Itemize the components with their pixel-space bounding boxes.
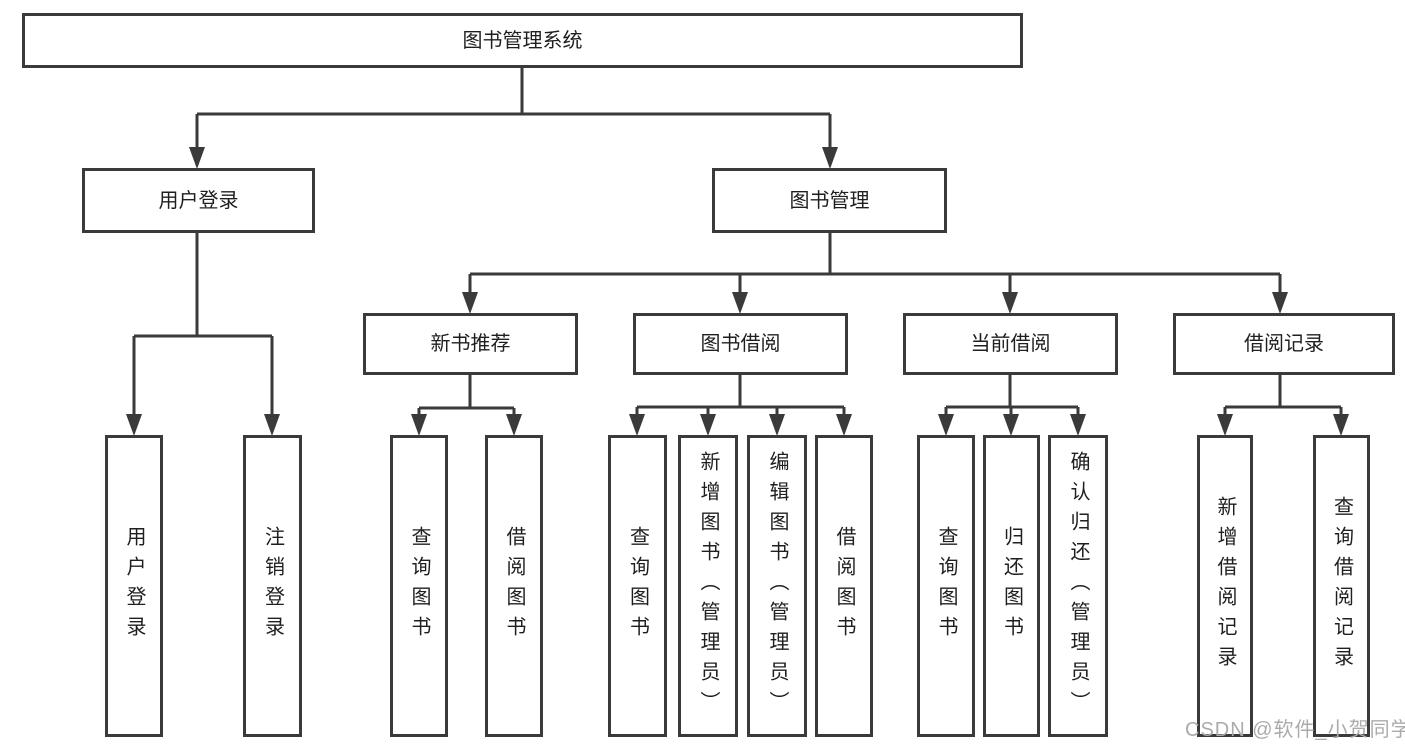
node-label: 新书推荐 [430,333,511,355]
leaf-confirm-return-admin: 确认归还（管理员） [1048,435,1108,737]
node-label: 新增图书（管理员） [697,451,719,721]
leaf-user-login: 用户登录 [105,435,163,737]
node-user-login: 用户登录 [82,168,315,233]
leaf-edit-books-admin: 编辑图书（管理员） [747,435,807,737]
node-label: 查询图书 [408,526,430,646]
leaf-query-books-current: 查询图书 [917,435,975,737]
node-label: 编辑图书（管理员） [766,451,788,721]
watermark: CSDN @软件_小贺同学 [1185,719,1405,741]
leaf-query-borrow-record: 查询借阅记录 [1313,435,1370,737]
leaf-query-books-recommend: 查询图书 [390,435,448,737]
node-label: 当前借阅 [970,333,1051,355]
leaf-return-books: 归还图书 [983,435,1040,737]
node-current-borrowing: 当前借阅 [903,313,1118,375]
node-library-management-system: 图书管理系统 [22,13,1023,68]
leaf-logout: 注销登录 [243,435,302,737]
node-label: 图书借阅 [700,333,781,355]
leaf-query-books-borrowing: 查询图书 [608,435,667,737]
node-label: 借阅记录 [1244,333,1324,355]
node-label: 查询借阅记录 [1330,496,1353,676]
node-book-borrowing: 图书借阅 [633,313,848,375]
node-label: 查询图书 [626,526,649,646]
node-label: 图书管理系统 [462,29,583,52]
node-book-management: 图书管理 [712,168,947,233]
node-label: 确认归还（管理员） [1067,451,1089,721]
leaf-add-books-admin: 新增图书（管理员） [678,435,738,737]
node-label: 用户登录 [123,526,145,646]
leaf-borrow-books-borrowing: 借阅图书 [815,435,873,737]
node-label: 归还图书 [1000,526,1023,646]
node-label: 借阅图书 [503,526,525,646]
node-new-book-recommendation: 新书推荐 [363,313,578,375]
node-borrowing-records: 借阅记录 [1173,313,1395,375]
node-label: 注销登录 [261,526,284,646]
leaf-add-borrow-record: 新增借阅记录 [1197,435,1253,737]
leaf-borrow-books-recommend: 借阅图书 [485,435,543,737]
node-label: 借阅图书 [833,526,855,646]
node-label: 查询图书 [935,526,957,646]
node-label: 用户登录 [158,189,239,212]
node-label: 图书管理 [789,189,870,212]
node-label: 新增借阅记录 [1214,496,1236,676]
